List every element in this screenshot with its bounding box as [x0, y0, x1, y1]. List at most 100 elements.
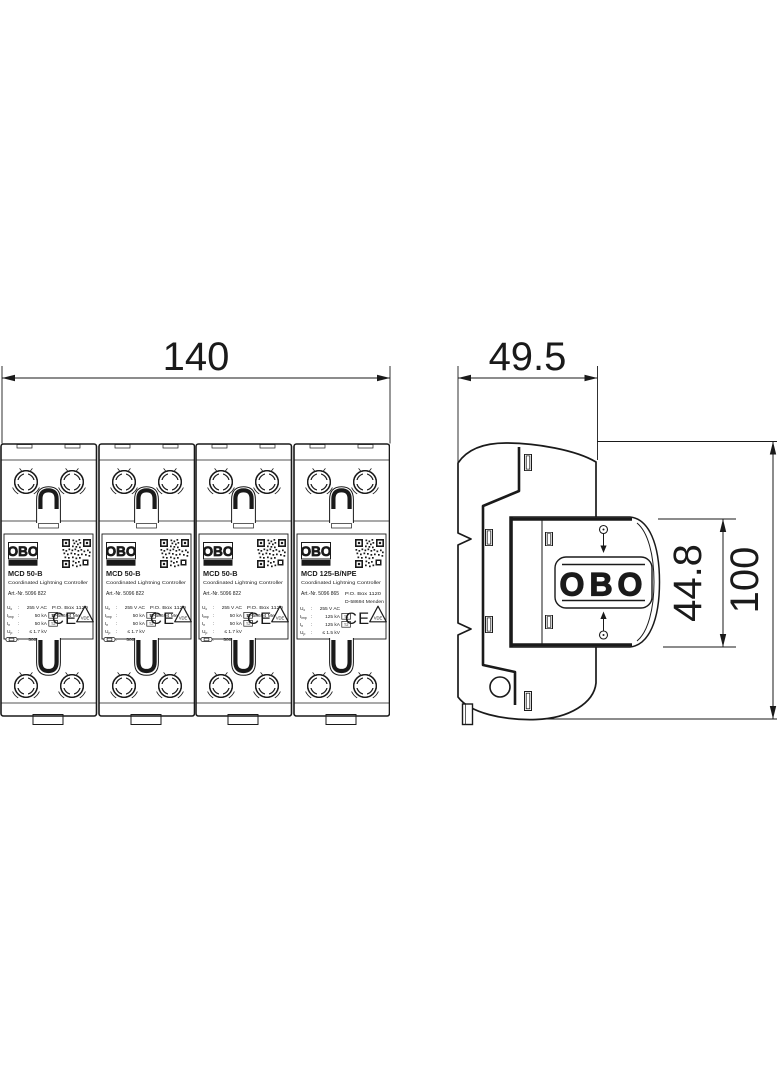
- module-subtitle: Coordinated Lightning Controller: [8, 580, 89, 585]
- vent-slot-icon: [524, 454, 532, 471]
- wire-clamp-slot-icon: [134, 638, 158, 675]
- terminal-screw-icon: [154, 467, 185, 496]
- spec-colon: :: [115, 614, 116, 619]
- spec-colon: :: [115, 606, 116, 611]
- terminal-screw-icon: [11, 671, 41, 700]
- spec-colon: :: [18, 622, 19, 627]
- module-title: MCD 125-B/NPE: [301, 569, 357, 578]
- spec-value: 50 kA: [132, 621, 145, 627]
- clamp-tab: [233, 523, 254, 529]
- din-rail-tab: [227, 714, 259, 725]
- dimension-total-height-lines: [525, 441, 777, 720]
- terminal-screw-icon: [108, 671, 139, 700]
- module-art-no: Art.-Nr. 5096 822: [8, 591, 46, 597]
- spec-value: 50 kA: [132, 613, 145, 619]
- spec-value: ≤ 1.7 kV: [29, 629, 47, 635]
- terminal-screw-icon: [57, 467, 87, 496]
- qr-code-icon: [159, 539, 189, 568]
- module-art-no: Art.-Nr. 5096 865: [301, 591, 339, 597]
- wire-clamp-slot-icon: [329, 487, 353, 523]
- din-rail-tab: [325, 714, 356, 725]
- din-rail-foot: [461, 703, 474, 726]
- spec-colon: :: [213, 622, 214, 627]
- terminal-screw-icon: [303, 467, 334, 496]
- spec-symbol: Up: [7, 629, 12, 635]
- vent-slot-icon: [545, 532, 553, 546]
- din-rail-tab: [130, 714, 161, 725]
- spec-symbol: Uc: [7, 605, 12, 611]
- spec-symbol: Uc: [105, 605, 110, 611]
- spec-colon: :: [310, 607, 311, 612]
- spec-symbol: In: [105, 621, 108, 627]
- terminal-screw-icon: [206, 671, 236, 700]
- qr-code-icon: [257, 539, 286, 568]
- module-subtitle: Coordinated Lightning Controller: [301, 580, 382, 585]
- dimension-side-width: 49.5: [457, 335, 598, 462]
- spec-symbol: Up: [300, 630, 305, 636]
- side-view: 100 44.8 OBO: [457, 441, 777, 726]
- qr-code-icon: [62, 539, 91, 568]
- fuse-icon: [200, 637, 213, 642]
- vent-slot-icon: [524, 691, 532, 711]
- spec-value: 255 V AC: [124, 605, 145, 611]
- module-title: MCD 50-B: [203, 569, 237, 578]
- dimension-side-width-lines: [457, 366, 598, 462]
- dimension-module-height-lines: [658, 518, 736, 648]
- release-arrow-icon: [598, 611, 609, 640]
- spec-value: 255 V AC: [27, 605, 48, 611]
- spec-symbol: In: [300, 622, 303, 628]
- side-obo-logo: OBO: [554, 556, 653, 609]
- terminal-screw-icon: [303, 671, 334, 700]
- ce-mark-icon: [149, 610, 175, 627]
- front-view-module-3: MCD 50-B Coordinated Lightning Controlle…: [195, 443, 293, 725]
- terminal-screw-icon: [252, 671, 282, 700]
- module-subtitle: Coordinated Lightning Controller: [106, 580, 187, 585]
- front-view-module-2: MCD 50-B Coordinated Lightning Controlle…: [97, 443, 195, 725]
- ce-mark-icon: [52, 610, 78, 627]
- obo-logo-icon: [8, 542, 38, 566]
- rating-label: MCD 125-B/NPE Coordinated Lightning Cont…: [296, 533, 387, 640]
- clamp-tab: [38, 523, 59, 529]
- vent-slot-icon: [485, 529, 493, 546]
- vde-mark-icon: [368, 605, 387, 623]
- spec-value: 255 V AC: [222, 605, 243, 611]
- spec-value: 50 kA: [230, 621, 243, 627]
- ce-mark-icon: [247, 610, 273, 627]
- spec-colon: :: [18, 606, 19, 611]
- spec-symbol: Up: [202, 629, 207, 635]
- module-title: MCD 50-B: [106, 569, 140, 578]
- terminal-screw-icon: [206, 467, 236, 496]
- spec-value: 50 kA: [35, 621, 48, 627]
- front-view-module-4: MCD 125-B/NPE Coordinated Lightning Cont…: [292, 443, 390, 725]
- address-line2: D-58694 Menden: [345, 599, 384, 605]
- dimension-front-width-lines: [1, 366, 391, 444]
- vent-slot-icon: [545, 615, 553, 629]
- spec-colon: :: [18, 614, 19, 619]
- obo-logo-icon: [203, 542, 233, 566]
- spec-value: 125 kA: [325, 614, 341, 620]
- vent-slot-icon: [485, 616, 493, 633]
- spec-symbol: Uc: [202, 605, 207, 611]
- wire-clamp-slot-icon: [134, 487, 158, 523]
- spec-symbol: Up: [105, 629, 110, 635]
- spec-value: 50 kA: [35, 613, 48, 619]
- spec-colon: :: [18, 630, 19, 635]
- dimension-module-height-value: 44.8: [666, 544, 710, 622]
- obo-logo-icon: [105, 542, 136, 566]
- wire-clamp-slot-icon: [232, 638, 256, 675]
- terminal-screw-icon: [252, 467, 282, 496]
- din-rail-tab: [32, 714, 64, 725]
- fuse-icon: [5, 637, 18, 642]
- module-housing: [195, 443, 293, 717]
- terminal-screw-icon: [349, 467, 380, 496]
- spec-colon: :: [310, 623, 311, 628]
- rating-label: MCD 50-B Coordinated Lightning Controlle…: [101, 533, 192, 643]
- spec-symbol: Iimp: [300, 614, 307, 620]
- dimension-side-width-value: 49.5: [489, 335, 567, 379]
- spec-symbol: Iimp: [7, 613, 14, 619]
- spec-colon: :: [18, 638, 19, 643]
- address-line1: P.O. Box 1120: [247, 605, 283, 611]
- wire-clamp-slot-icon: [232, 487, 256, 523]
- spec-symbol: Uc: [300, 606, 305, 612]
